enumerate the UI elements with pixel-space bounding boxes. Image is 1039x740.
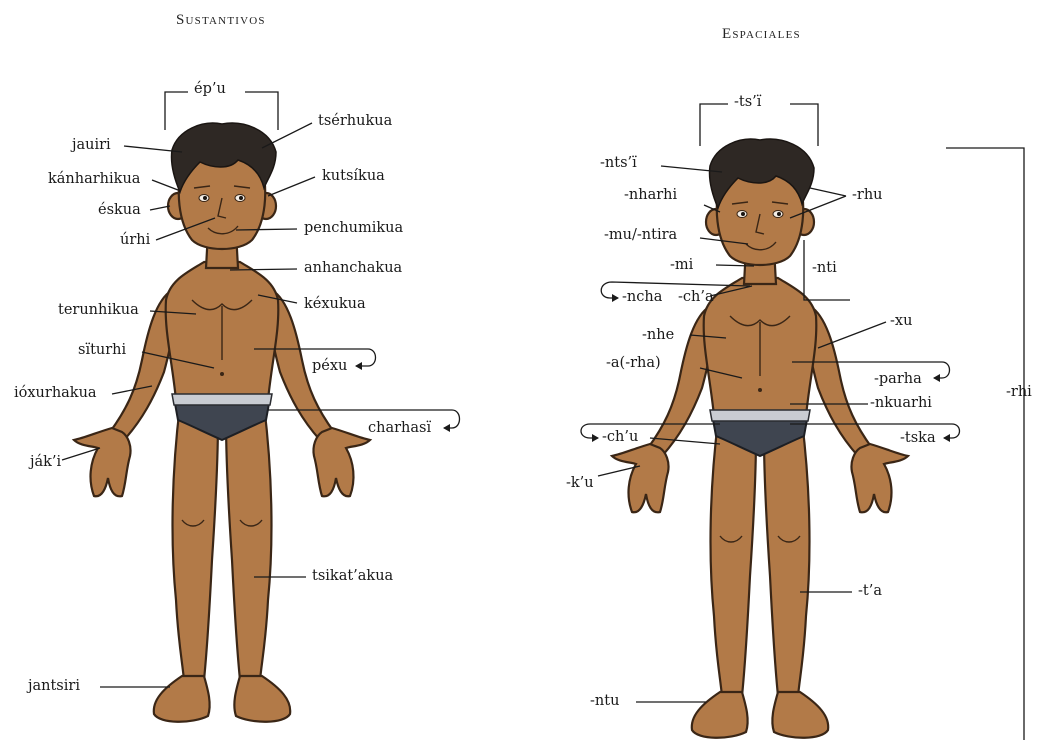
label-siturhi: sïturhi [78, 341, 126, 359]
label-mi: -mi [670, 256, 693, 274]
label-mu-ntira: -mu/-ntira [604, 226, 677, 244]
label-nhe: -nhe [642, 326, 674, 344]
label-nti: -nti [812, 259, 837, 277]
label-ioxurhakua: ióxurhakua [14, 384, 97, 402]
label-rhi: -rhi [1006, 383, 1032, 401]
label-epu: ép’u [194, 80, 226, 98]
label-urhi: úrhi [120, 231, 150, 249]
label-pexu: péxu [312, 357, 347, 375]
label-jaki: ják’i [30, 453, 61, 471]
label-xu: -xu [890, 312, 912, 330]
leader-kutsikua [268, 177, 315, 196]
leader-tserhukua [262, 123, 312, 148]
label-jauiri: jauiri [72, 136, 111, 154]
label-tska: -tska [900, 429, 936, 447]
label-tsi: -ts’ï [734, 93, 761, 111]
leader-kanharhikua [152, 180, 178, 190]
label-penchumikua: penchumikua [304, 219, 403, 237]
label-rhu: -rhu [852, 186, 883, 204]
label-tsikatakua: tsikat’akua [312, 567, 393, 585]
label-terunhikua: terunhikua [58, 301, 139, 319]
heading-espaciales: Espaciales [722, 26, 801, 43]
label-nkuarhi: -nkuarhi [870, 394, 932, 412]
label-cha: -ch’a [678, 288, 714, 306]
label-arha: -a(-rha) [606, 354, 661, 372]
label-kexukua: kéxukua [304, 295, 366, 313]
label-ncha: -ncha [622, 288, 662, 306]
label-ntsi: -nts’ï [600, 154, 637, 172]
label-chu: -ch’u [602, 428, 638, 446]
label-ta: -t’a [858, 582, 882, 600]
label-ntu: -ntu [590, 692, 619, 710]
heading-sustantivos: Sustantivos [176, 12, 266, 29]
leader-rhi [946, 148, 1024, 740]
label-eskua: éskua [98, 201, 141, 219]
label-kutsikua: kutsíkua [322, 167, 385, 185]
label-tserhukua: tsérhukua [318, 112, 392, 130]
label-nharhi: -nharhi [624, 186, 677, 204]
label-parha: -parha [874, 370, 922, 388]
label-charhasi: charhasï [368, 419, 431, 437]
label-jantsiri: jantsiri [28, 677, 80, 695]
label-anhanchakua: anhanchakua [304, 259, 402, 277]
label-kanharhikua: kánharhikua [48, 170, 140, 188]
label-ku: -k’u [566, 474, 594, 492]
leader-eskua [150, 206, 170, 210]
